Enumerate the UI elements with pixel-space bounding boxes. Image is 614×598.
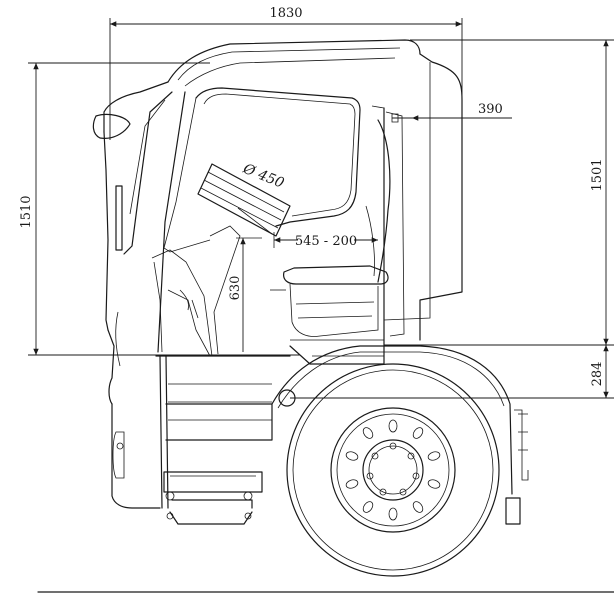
- wheel-studs: [345, 419, 441, 521]
- dim-label-floor-height: 284: [590, 362, 605, 387]
- dim-label-step-height: 630: [228, 276, 243, 301]
- dimension-seat-offset: 390: [392, 102, 512, 121]
- cab-body: [92, 39, 529, 525]
- dim-label-overall-length: 1830: [269, 6, 302, 21]
- dimension-step-height: 630: [228, 237, 262, 352]
- dim-label-seat-adjust: 545 - 200: [295, 234, 357, 249]
- dim-label-right-height: 1501: [590, 158, 605, 191]
- dimension-cab-height: 1510: [19, 62, 300, 356]
- dimension-seat-adjust: 545 - 200: [273, 232, 378, 249]
- dimension-floor-height: 284: [290, 345, 614, 399]
- dim-label-cab-height: 1510: [19, 195, 34, 228]
- dimension-overall-length: 1830: [109, 6, 463, 140]
- dim-label-hatch-diameter: Ø 450: [240, 161, 287, 192]
- dimension-right-height: 1501: [384, 39, 614, 346]
- dim-label-seat-offset: 390: [478, 102, 503, 117]
- front-wheel: [286, 363, 500, 577]
- roof-hatch: Ø 450: [197, 161, 291, 237]
